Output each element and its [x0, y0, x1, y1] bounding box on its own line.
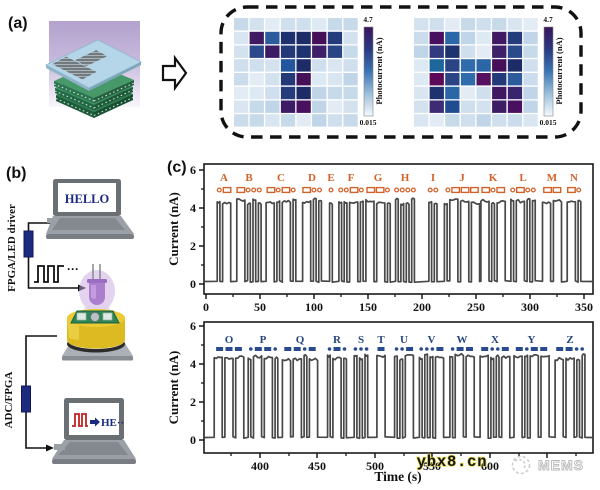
svg-text:L: L [519, 172, 526, 184]
svg-text:(a): (a) [8, 15, 28, 32]
svg-text:200: 200 [413, 300, 431, 314]
svg-text:4: 4 [190, 357, 196, 371]
svg-text:F: F [348, 172, 355, 184]
svg-text:600: 600 [481, 459, 499, 473]
svg-text:X: X [491, 334, 499, 346]
svg-text:G: G [374, 172, 383, 184]
svg-text:0: 0 [203, 300, 209, 314]
svg-text:Photocurrent (nA): Photocurrent (nA) [374, 37, 384, 104]
svg-text:N: N [570, 172, 578, 184]
svg-text:K: K [489, 172, 498, 184]
svg-text:6: 6 [190, 163, 196, 177]
svg-text:0.015: 0.015 [540, 118, 557, 127]
svg-text:J: J [459, 172, 465, 184]
svg-text:0: 0 [190, 277, 196, 291]
svg-text:Z: Z [566, 334, 573, 346]
svg-text:500: 500 [366, 459, 384, 473]
svg-text:MEMS: MEMS [538, 457, 584, 473]
svg-text:HELLO: HELLO [65, 192, 110, 206]
svg-text:T: T [377, 334, 385, 346]
svg-text:C: C [277, 172, 285, 184]
svg-text:400: 400 [251, 459, 269, 473]
svg-text:450: 450 [308, 459, 326, 473]
svg-text:6: 6 [190, 319, 196, 333]
svg-text:2: 2 [190, 395, 196, 409]
svg-text:W: W [457, 334, 468, 346]
svg-text:U: U [400, 334, 408, 346]
svg-text:4.7: 4.7 [363, 15, 373, 24]
svg-text:(b): (b) [6, 165, 26, 182]
svg-text:(c): (c) [167, 159, 187, 176]
svg-text:4: 4 [190, 201, 196, 215]
svg-text:350: 350 [575, 300, 593, 314]
svg-text:R: R [333, 334, 342, 346]
svg-text:0: 0 [190, 433, 196, 447]
svg-text:B: B [245, 172, 253, 184]
svg-text:FPGA/LED driver: FPGA/LED driver [6, 204, 18, 292]
svg-text:E: E [327, 172, 334, 184]
svg-text:H: H [401, 172, 410, 184]
svg-text:4.7: 4.7 [543, 15, 553, 24]
svg-text:Time (s): Time (s) [374, 469, 421, 484]
svg-text:···: ··· [67, 262, 79, 276]
svg-text:Current (nA): Current (nA) [166, 351, 181, 425]
svg-text:HE··: HE·· [101, 417, 124, 429]
svg-text:250: 250 [467, 300, 485, 314]
svg-text:ybx8.cn: ybx8.cn [417, 453, 488, 471]
svg-text:Current (nA): Current (nA) [166, 192, 181, 266]
svg-text:V: V [428, 334, 436, 346]
svg-text:0.015: 0.015 [360, 118, 377, 127]
svg-text:A: A [220, 172, 228, 184]
svg-text:Y: Y [528, 334, 536, 346]
svg-text:P: P [260, 334, 267, 346]
svg-text:M: M [547, 172, 558, 184]
svg-text:100: 100 [305, 300, 323, 314]
svg-text:I: I [431, 172, 435, 184]
svg-text:50: 50 [254, 300, 266, 314]
svg-text:2: 2 [190, 239, 196, 253]
svg-text:D: D [308, 172, 316, 184]
svg-text:Q: Q [296, 334, 305, 346]
svg-text:ADC/FPGA: ADC/FPGA [3, 372, 15, 429]
svg-text:O: O [225, 334, 234, 346]
svg-text:Photocurrent (nA): Photocurrent (nA) [554, 37, 564, 104]
svg-text:S: S [358, 334, 364, 346]
svg-text:550: 550 [423, 459, 441, 473]
svg-text:150: 150 [359, 300, 377, 314]
svg-text:300: 300 [521, 300, 539, 314]
